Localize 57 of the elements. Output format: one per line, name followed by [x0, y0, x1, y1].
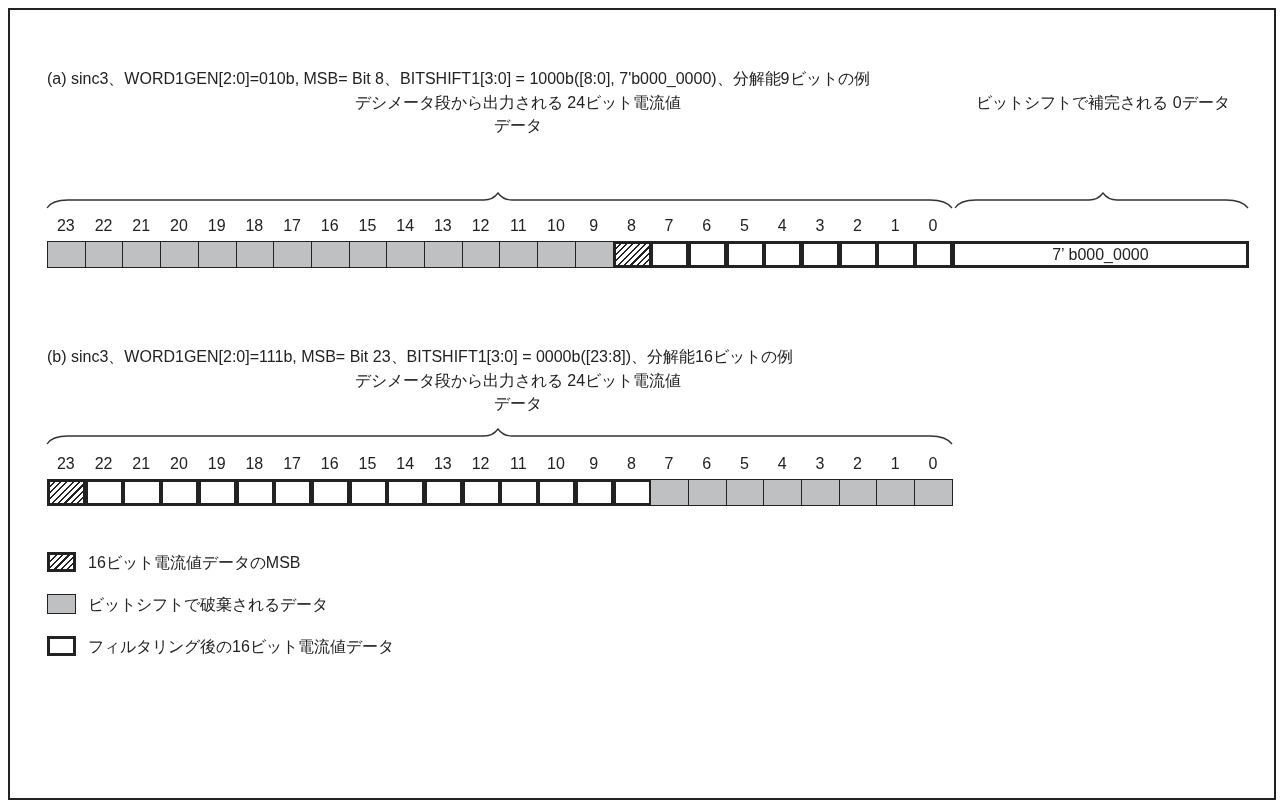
bit-number: 5 [739, 217, 750, 235]
bit-number: 11 [508, 455, 528, 473]
bit-number: 11 [508, 217, 528, 235]
bit-number: 21 [131, 217, 152, 235]
bit-number: 18 [244, 217, 265, 235]
bit-number: 19 [206, 217, 227, 235]
bit-number: 20 [169, 217, 189, 235]
bit-number: 22 [93, 455, 114, 473]
bit-number: 14 [395, 217, 416, 235]
bit-number: 1 [889, 455, 901, 473]
heading: (b) sinc3、WORD1GEN[2:0]=111b, MSB= Bit 23、BITSHIFT1[3:0] = 0000b([23:8])、分解能16ビットの例 [47, 347, 793, 367]
bit-number: 6 [701, 217, 713, 235]
bit-number: 4 [776, 455, 788, 473]
bit-number: 9 [588, 455, 600, 473]
bit-number: 0 [927, 217, 939, 235]
bit-number: 10 [546, 455, 566, 473]
bit-number: 7 [663, 455, 675, 473]
bit-number: 23 [55, 217, 76, 235]
bit-number: 4 [776, 217, 788, 235]
bit-number: 21 [131, 455, 152, 473]
bit-number: 16 [319, 455, 340, 473]
bit-number: 1 [889, 217, 901, 235]
bit-number: 9 [588, 217, 600, 235]
bit-number: 3 [814, 455, 826, 473]
bit-number: 16 [319, 217, 340, 235]
brace-label: ビットシフトで補完される 0データ [975, 93, 1231, 113]
bit-number: 12 [470, 217, 491, 235]
bit-number: 19 [206, 455, 227, 473]
bit-number: 8 [625, 217, 637, 235]
bit-number: 6 [701, 455, 713, 473]
legend-label: フィルタリング後の16ビット電流値データ [88, 637, 394, 657]
bit-number: 5 [739, 455, 750, 473]
brace-label: デシメータ段から出力される 24ビット電流値データ [353, 371, 683, 414]
bit-number: 2 [852, 217, 863, 235]
bit-number: 14 [395, 455, 416, 473]
legend-label: ビットシフトで破棄されるデータ [88, 595, 328, 615]
legend-label: 16ビット電流値データのMSB [88, 553, 301, 573]
bit-number: 23 [55, 455, 76, 473]
bit-number: 15 [357, 455, 378, 473]
bit-number: 3 [814, 217, 826, 235]
bit-number: 17 [282, 455, 302, 473]
bit-number: 0 [927, 455, 939, 473]
bit-number: 10 [546, 217, 566, 235]
bit-number: 13 [432, 455, 453, 473]
bit-number: 13 [432, 217, 453, 235]
brace-label: デシメータ段から出力される 24ビット電流値データ [353, 93, 683, 136]
bit-number: 18 [244, 455, 265, 473]
bit-number: 22 [93, 217, 114, 235]
bit-number: 7 [663, 217, 675, 235]
bit-number: 12 [470, 455, 491, 473]
bit-number: 17 [282, 217, 302, 235]
bit-field-value: 7’ b000_0000 [951, 241, 1249, 268]
bit-number: 8 [625, 455, 637, 473]
bit-number: 2 [852, 455, 863, 473]
heading: (a) sinc3、WORD1GEN[2:0]=010b, MSB= Bit 8、BITSHIFT1[3:0] = 1000b([8:0], 7'b000_0000)、分解能9ビットの例 [47, 69, 870, 89]
bit-number: 15 [357, 217, 378, 235]
bit-number: 20 [169, 455, 189, 473]
